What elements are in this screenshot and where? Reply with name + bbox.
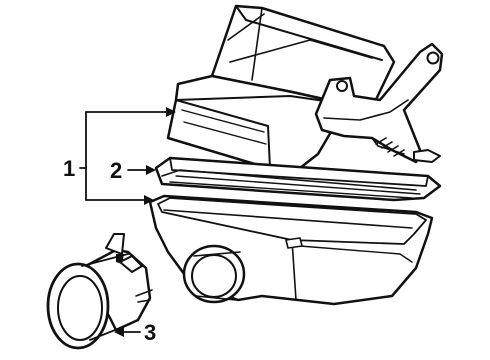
callout-2: 2 <box>110 158 122 183</box>
air-filter-element <box>154 156 442 202</box>
air-flow-tube <box>46 233 153 350</box>
callout-leaders <box>79 107 176 337</box>
air-cleaner-housing <box>148 194 434 306</box>
air-cleaner-cover <box>166 4 444 170</box>
callout-3: 3 <box>144 320 156 345</box>
callout-1: 1 <box>63 156 75 181</box>
